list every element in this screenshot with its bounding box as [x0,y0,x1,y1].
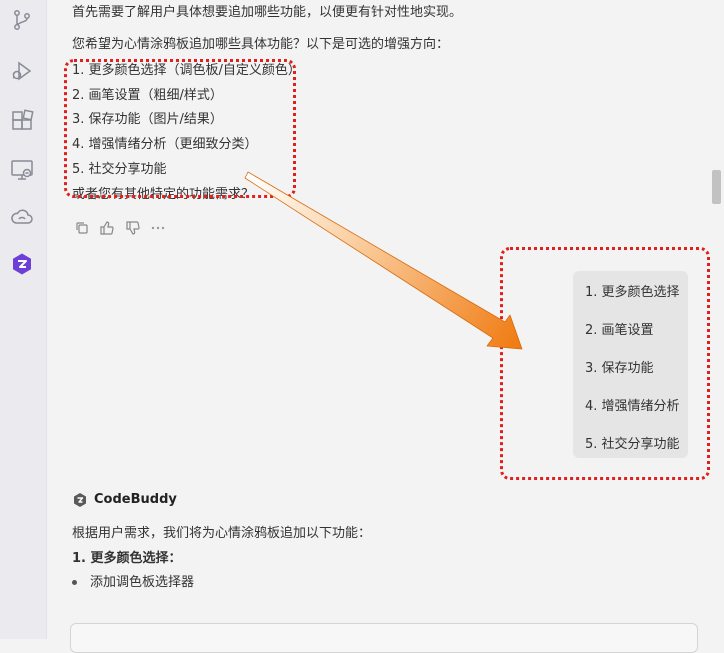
response-bullet-item: 添加调色板选择器 [90,575,195,590]
more-icon[interactable] [150,220,166,236]
copy-icon[interactable] [74,220,90,236]
thumbs-down-icon[interactable] [125,220,141,236]
annotation-box-reply [500,247,710,480]
bullet-dot [72,580,77,585]
response-item-heading: 1. 更多颜色选择： [72,551,182,566]
message-intro: 首先需要了解用户具体想要追加哪些功能，以便更有针对性地实现。 [72,5,463,20]
reply-item: 1. 更多颜色选择 [585,285,680,300]
codebuddy-icon[interactable] [10,252,34,276]
assistant-name: CodeBuddy [94,492,177,507]
chat-input[interactable] [70,623,698,653]
option-item: 1. 更多颜色选择（调色板/自定义颜色） [72,63,301,78]
option-item: 3. 保存功能（图片/结果） [72,112,223,127]
activity-bar [0,0,47,639]
remote-explorer-icon[interactable] [10,158,34,182]
reply-item: 3. 保存功能 [585,361,654,376]
cloud-icon[interactable] [10,205,34,229]
source-control-icon[interactable] [10,8,34,32]
thumbs-up-icon[interactable] [99,220,115,236]
extensions-icon[interactable] [10,109,34,133]
message-closing: 或者您有其他特定的功能需求？ [72,187,255,202]
scrollbar-thumb[interactable] [712,170,721,204]
response-intro: 根据用户需求，我们将为心情涂鸦板追加以下功能： [72,526,372,541]
reply-item: 5. 社交分享功能 [585,437,680,452]
message-question: 您希望为心情涂鸦板追加哪些具体功能？以下是可选的增强方向： [72,37,450,52]
reply-item: 2. 画笔设置 [585,323,654,338]
run-debug-icon[interactable] [10,59,34,83]
reply-item: 4. 增强情绪分析 [585,399,680,414]
annotation-box-options [64,59,296,198]
user-message-bubble: 1. 更多颜色选择 2. 画笔设置 3. 保存功能 4. 增强情绪分析 5. 社… [573,271,688,458]
codebuddy-logo-icon [72,492,88,508]
option-item: 2. 画笔设置（粗细/样式） [72,88,223,103]
option-item: 5. 社交分享功能 [72,162,167,177]
option-item: 4. 增强情绪分析（更细致分类） [72,137,258,152]
